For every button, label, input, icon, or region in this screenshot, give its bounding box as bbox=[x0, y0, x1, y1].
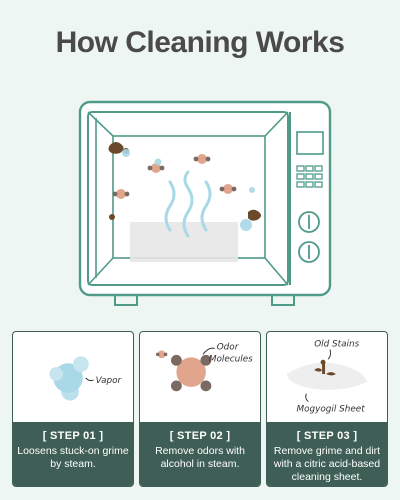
sheet-annotation: Mogyogil Sheet bbox=[297, 404, 366, 414]
step-label: [ STEP 02 ] bbox=[169, 430, 231, 442]
steam-wave-icon bbox=[164, 170, 212, 238]
vapor-annotation: Vapor bbox=[96, 376, 123, 386]
step-cards: Vapor [ STEP 01 ] Loosens stuck-on grime… bbox=[12, 331, 388, 487]
odor-molecule-icon: Odor Molecules bbox=[155, 342, 253, 392]
step-description: Remove grime and dirt with a citric acid… bbox=[273, 445, 381, 483]
page-title: How Cleaning Works bbox=[55, 26, 345, 59]
vapor-bubble-icon: Vapor bbox=[49, 356, 123, 401]
grime-stain-icon bbox=[314, 359, 336, 376]
step-description: Remove odors with alcohol in steam. bbox=[155, 445, 245, 470]
molecules-annotation: Molecules bbox=[209, 354, 253, 364]
vapor-bubble-icon bbox=[122, 149, 255, 231]
step-card-2: Odor Molecules [ STEP 02 ] Remove odors … bbox=[139, 331, 261, 487]
step-caption-3: [ STEP 03 ] Remove grime and dirt with a… bbox=[267, 422, 387, 486]
step-label: [ STEP 03 ] bbox=[296, 430, 358, 442]
step-caption-2: [ STEP 02 ] Remove odors with alcohol in… bbox=[140, 422, 260, 486]
step-card-3: Old Stains Mogyogil Sheet [ STEP 03 ] Re… bbox=[266, 331, 388, 487]
step-label: [ STEP 01 ] bbox=[42, 430, 104, 442]
step-caption-1: [ STEP 01 ] Loosens stuck-on grime by st… bbox=[13, 422, 133, 486]
odor-annotation: Odor bbox=[217, 342, 240, 352]
microwave-oven-icon bbox=[78, 100, 332, 306]
odor-molecule-icon bbox=[112, 154, 237, 199]
step-card-1: Vapor [ STEP 01 ] Loosens stuck-on grime… bbox=[12, 331, 134, 487]
cleaning-sheet-icon: Old Stains Mogyogil Sheet bbox=[286, 340, 368, 414]
old-stains-annotation: Old Stains bbox=[314, 340, 359, 350]
step-description: Loosens stuck-on grime by steam. bbox=[17, 445, 129, 470]
